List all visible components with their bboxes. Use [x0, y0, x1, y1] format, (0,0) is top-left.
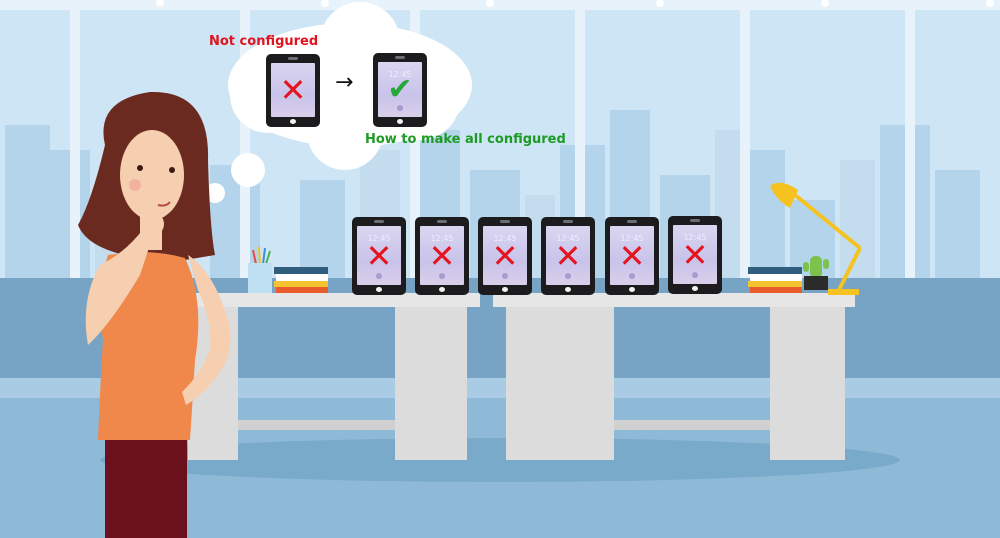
tablet-camera	[500, 220, 510, 223]
book-stack-icon	[274, 267, 328, 293]
x-mark-icon: ✕	[279, 71, 307, 109]
apple-logo-icon	[439, 273, 445, 279]
x-mark-icon: ✕	[681, 235, 709, 274]
home-button	[397, 119, 403, 124]
desk-tablet-6: 12:45 ✕	[668, 216, 722, 294]
desk-left	[180, 293, 480, 460]
home-button	[629, 287, 635, 292]
tablet-clock: 12:45	[493, 234, 517, 243]
tablet-screen: 12:45 ✕	[610, 226, 654, 285]
tablet-camera	[288, 57, 298, 60]
desk-tablet-2: 12:45 ✕	[415, 217, 469, 295]
tablet-screen: 12:45 ✕	[357, 226, 401, 285]
x-mark-icon: ✕	[618, 236, 646, 275]
tablet-camera	[395, 56, 405, 59]
x-mark-icon: ✕	[491, 236, 519, 275]
tablet-clock: 12:45	[683, 233, 707, 242]
tablet-camera	[627, 220, 637, 223]
apple-logo-icon	[629, 273, 635, 279]
window-frame	[0, 0, 1000, 280]
home-button	[439, 287, 445, 292]
desk-tablet-3: 12:45 ✕	[478, 217, 532, 295]
desk-right	[493, 293, 855, 460]
not-configured-label: Not configured	[209, 34, 319, 49]
check-mark-icon: ✔	[387, 71, 413, 107]
home-button	[565, 287, 571, 292]
tablet-camera	[690, 219, 700, 222]
home-button	[290, 119, 296, 124]
tablet-screen: 12:45 ✕	[546, 226, 590, 285]
desk-tablet-5: 12:45 ✕	[605, 217, 659, 295]
desk-tablet-4: 12:45 ✕	[541, 217, 595, 295]
x-mark-icon: ✕	[365, 236, 393, 275]
pencil-cup-icon	[248, 246, 272, 293]
apple-logo-icon	[376, 273, 382, 279]
tablet-not-configured: ✕	[266, 54, 320, 127]
tablet-screen: 12:45 ✕	[673, 225, 717, 284]
woman-thinking-figure	[78, 91, 231, 538]
apple-logo-icon	[565, 273, 571, 279]
tablet-clock: 12:45	[388, 70, 412, 79]
home-button	[692, 286, 698, 291]
tablet-clock: 12:45	[430, 234, 454, 243]
desk-tablet-1: 12:45 ✕	[352, 217, 406, 295]
tablet-configured: 12:45 ✔	[373, 53, 427, 127]
apple-logo-icon	[397, 105, 403, 111]
tablet-camera	[563, 220, 573, 223]
cactus-icon	[803, 256, 829, 290]
x-mark-icon: ✕	[428, 236, 456, 275]
tablet-screen: 12:45 ✔	[378, 62, 422, 117]
tablet-clock: 12:45	[367, 234, 391, 243]
x-mark-icon: ✕	[554, 236, 582, 275]
tablet-camera	[437, 220, 447, 223]
apple-logo-icon	[692, 272, 698, 278]
tablet-screen: 12:45 ✕	[483, 226, 527, 285]
home-button	[502, 287, 508, 292]
tablet-camera	[374, 220, 384, 223]
tablet-screen: ✕	[271, 63, 315, 117]
book-stack-icon	[748, 267, 802, 293]
apple-logo-icon	[502, 273, 508, 279]
how-to-configure-label: How to make all configured	[365, 132, 566, 147]
arrow-right-icon: →	[335, 70, 354, 95]
tablet-screen: 12:45 ✕	[420, 226, 464, 285]
tablet-clock: 12:45	[556, 234, 580, 243]
tablet-clock: 12:45	[620, 234, 644, 243]
desk-lamp-icon	[770, 182, 862, 295]
home-button	[376, 287, 382, 292]
